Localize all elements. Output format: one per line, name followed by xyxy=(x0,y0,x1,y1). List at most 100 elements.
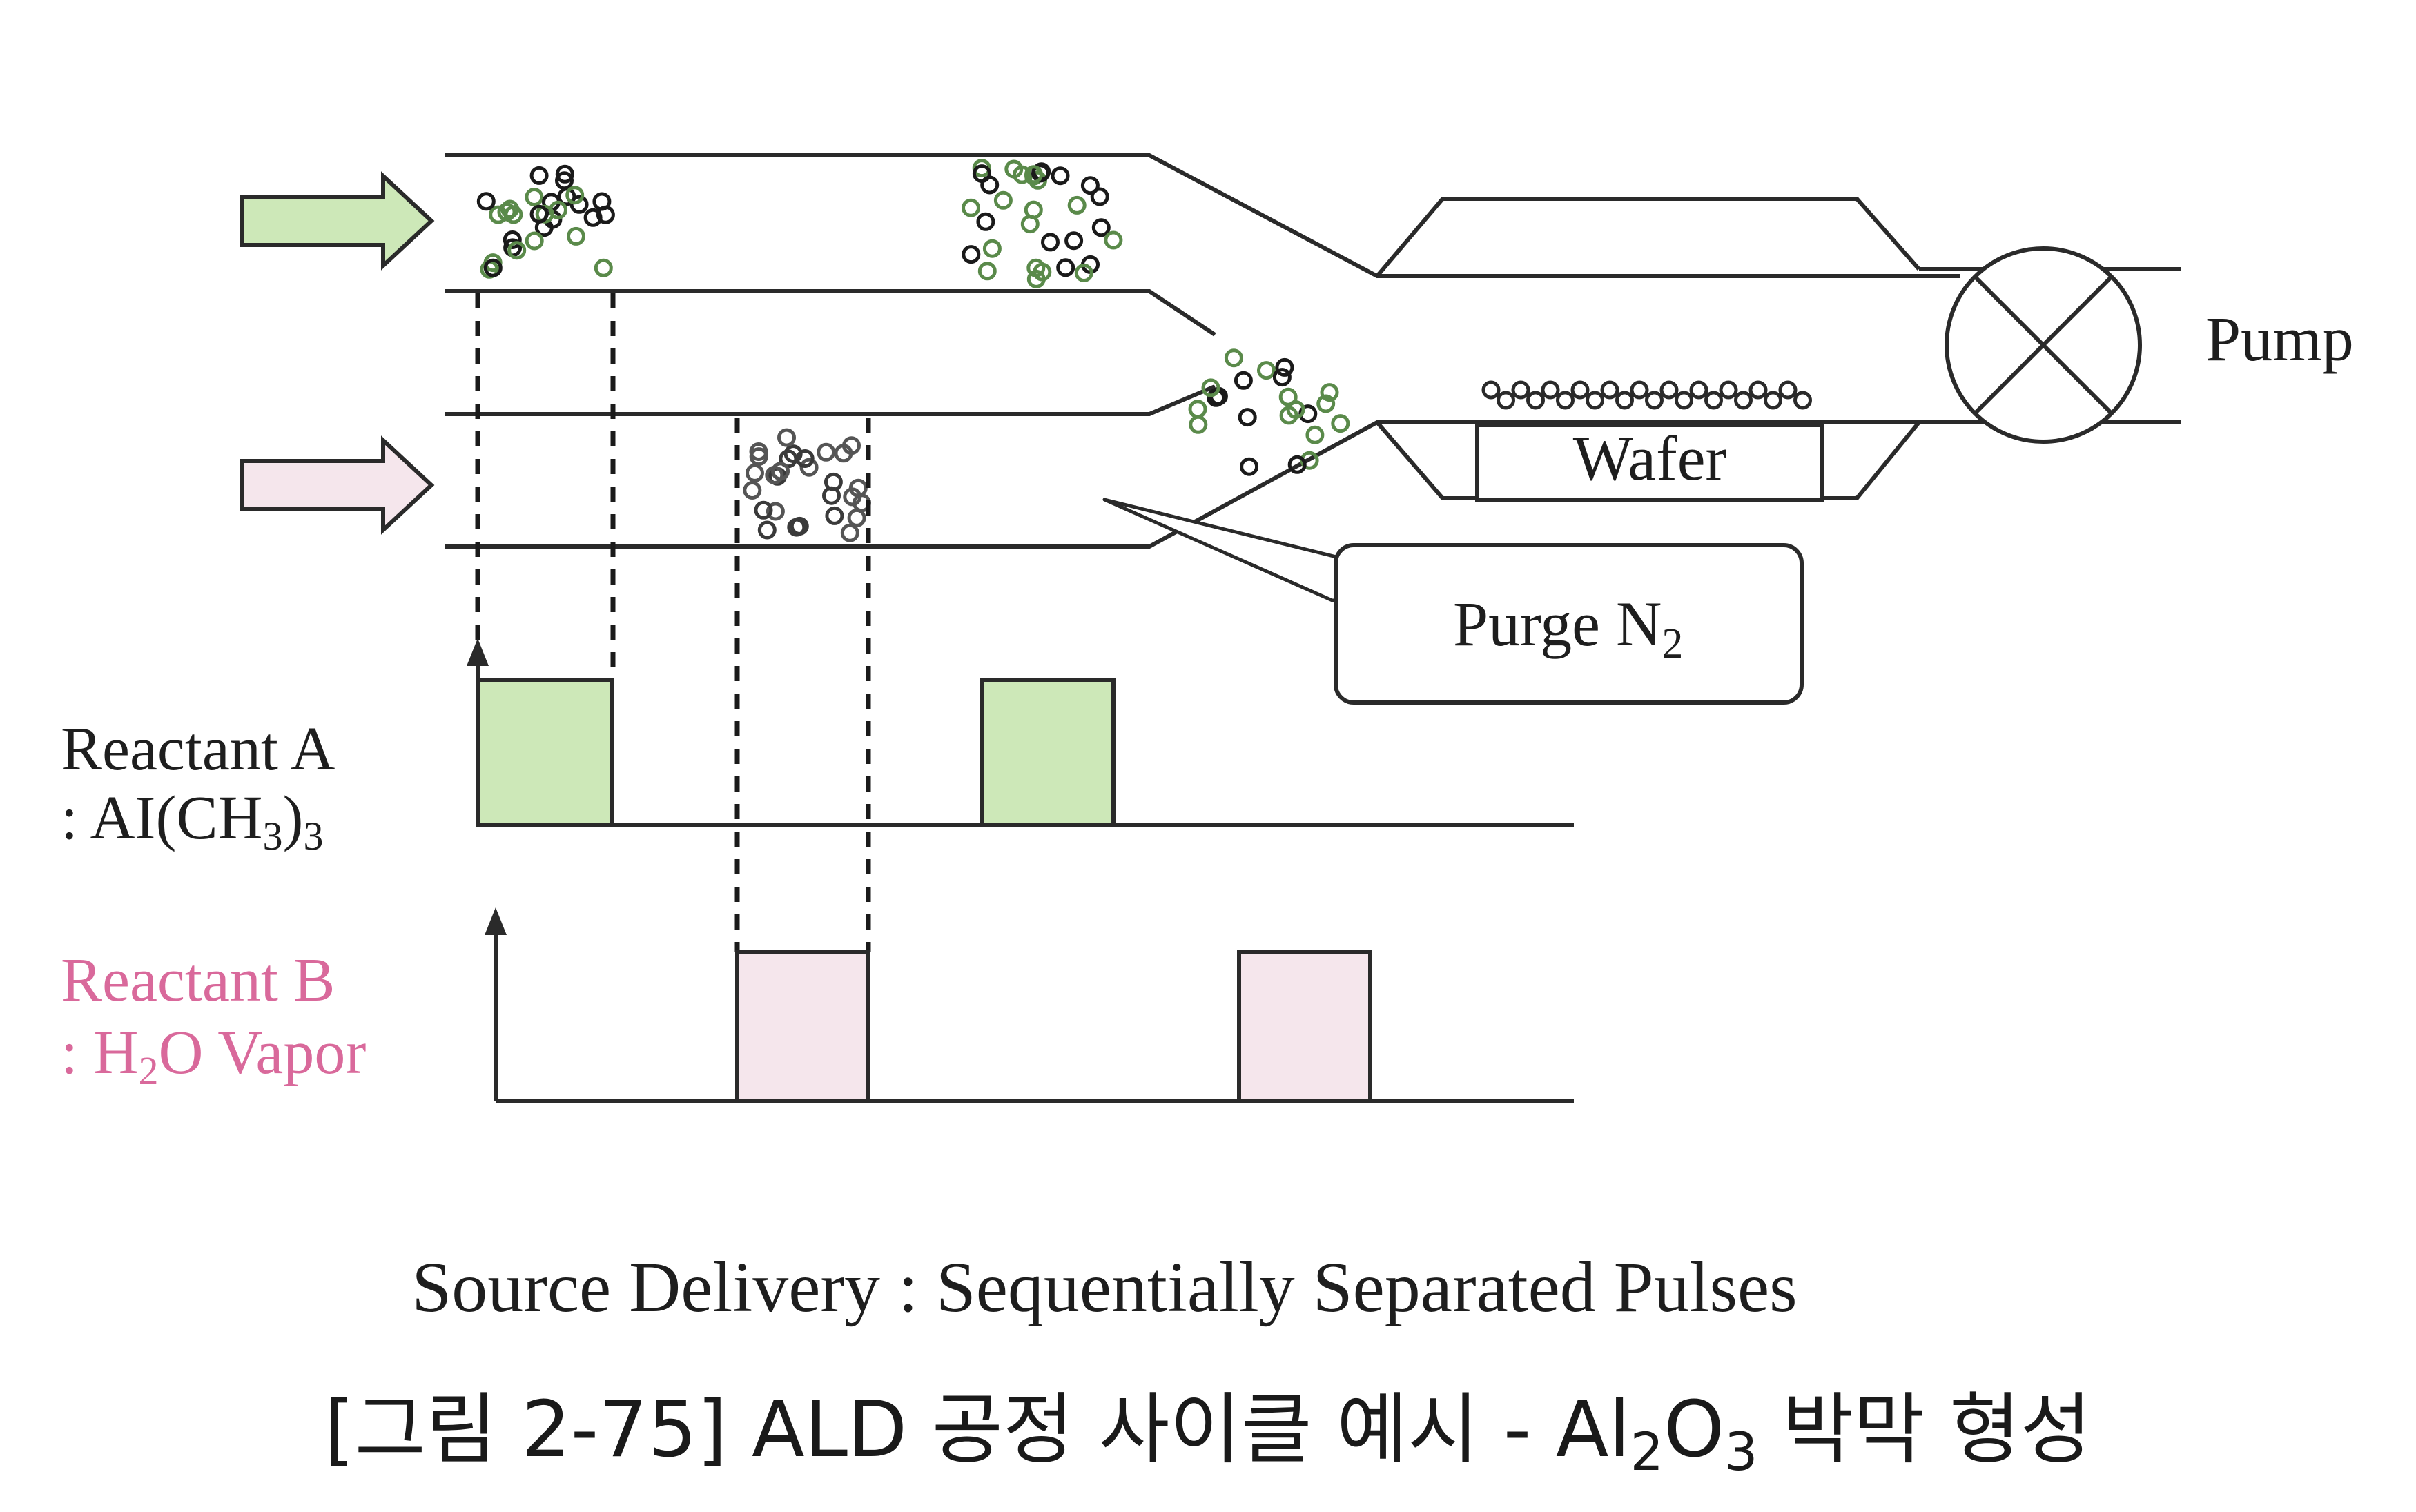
particle xyxy=(993,190,1013,210)
particle xyxy=(1316,394,1336,413)
particle xyxy=(1188,400,1207,419)
film-particle xyxy=(1481,380,1501,400)
particle xyxy=(842,436,861,455)
film-particle xyxy=(1675,391,1693,410)
film-particle xyxy=(1511,380,1530,400)
right-arrow-icon xyxy=(240,171,435,271)
pulse-guide-lines xyxy=(475,293,871,952)
particle xyxy=(1272,368,1292,387)
particle xyxy=(1026,269,1046,288)
particle xyxy=(529,204,549,224)
purge-callout: Purge N2 xyxy=(1102,498,1804,705)
film-particle xyxy=(1793,391,1812,410)
particle xyxy=(749,447,768,467)
particle xyxy=(529,166,549,185)
film-particle xyxy=(1734,391,1753,410)
particle xyxy=(1104,230,1123,250)
particle xyxy=(777,428,796,447)
particle xyxy=(754,500,773,520)
particle xyxy=(757,520,777,540)
particle xyxy=(847,508,866,527)
particle xyxy=(1064,231,1084,251)
particle xyxy=(1074,264,1093,282)
film-particle xyxy=(1659,380,1679,400)
particle xyxy=(766,502,785,521)
particle xyxy=(843,487,862,507)
diagram-caption: Source Delivery : Sequentially Separated… xyxy=(411,1248,1797,1327)
film-particle xyxy=(1748,380,1768,400)
particle xyxy=(525,231,544,251)
particle xyxy=(503,230,522,249)
particle xyxy=(1224,348,1243,368)
film-particle xyxy=(1526,391,1545,410)
particle xyxy=(799,458,819,477)
particle xyxy=(817,442,836,462)
particle xyxy=(795,449,815,468)
particle xyxy=(1275,357,1294,377)
film-particle xyxy=(1615,391,1634,410)
particle xyxy=(555,171,574,190)
wafer xyxy=(1475,423,1824,502)
pulse-block xyxy=(735,950,870,1103)
film-particle xyxy=(1689,380,1708,400)
particle xyxy=(825,506,844,525)
film-particle xyxy=(1719,380,1738,400)
particle xyxy=(1286,400,1305,419)
particle xyxy=(1305,425,1325,444)
deposited-film xyxy=(1481,380,1812,410)
particle xyxy=(1091,218,1111,237)
particle xyxy=(583,208,603,227)
particle xyxy=(972,164,991,184)
reactant-a-formula: : AI(CH3)3 xyxy=(61,784,323,858)
particle xyxy=(1257,361,1276,380)
particle xyxy=(1238,408,1257,427)
purge-label: Purge N2 xyxy=(1453,589,1683,667)
particle xyxy=(787,518,806,537)
film-particle xyxy=(1600,380,1619,400)
particle xyxy=(1287,455,1307,474)
particle xyxy=(1240,457,1259,476)
particle xyxy=(1331,414,1350,433)
particle xyxy=(962,198,980,217)
particle xyxy=(500,199,520,219)
particle xyxy=(746,463,764,482)
particle xyxy=(507,241,527,260)
particle xyxy=(977,262,997,281)
particle xyxy=(840,523,859,542)
film-particle xyxy=(1764,391,1782,410)
particle xyxy=(569,195,589,214)
film-particle xyxy=(1570,380,1590,400)
right-arrow-icon xyxy=(240,435,435,535)
pulse-block xyxy=(476,678,614,827)
pulse-block xyxy=(1237,950,1372,1103)
reactant-a-timeline xyxy=(467,638,1574,827)
particle xyxy=(1201,378,1220,397)
particle xyxy=(962,245,981,264)
particle xyxy=(1090,187,1109,206)
particle xyxy=(565,186,585,205)
particle xyxy=(1234,371,1253,390)
particle xyxy=(1056,258,1075,277)
reactant-b-name: Reactant B xyxy=(61,946,335,1014)
reactant-b-timeline xyxy=(485,907,1574,1103)
wafer-label: Wafer xyxy=(1573,423,1726,493)
particle xyxy=(1080,176,1100,195)
reactant-b-formula: : H2O Vapor xyxy=(61,1019,366,1093)
particle xyxy=(822,486,841,505)
particle xyxy=(1320,383,1339,402)
particle xyxy=(525,188,544,206)
particle xyxy=(483,258,503,277)
particle xyxy=(1189,415,1208,434)
film-particle xyxy=(1556,391,1575,410)
reaction-chamber xyxy=(1375,197,1960,500)
pulse-block xyxy=(980,678,1116,827)
particle xyxy=(535,204,554,224)
particle xyxy=(1041,233,1060,252)
film-particle xyxy=(1645,391,1664,410)
pump-valve-icon xyxy=(1945,246,2142,444)
particle xyxy=(1067,195,1087,215)
particle xyxy=(771,462,790,481)
particle xyxy=(1051,166,1070,186)
particle xyxy=(497,202,516,222)
particle xyxy=(1020,215,1040,234)
